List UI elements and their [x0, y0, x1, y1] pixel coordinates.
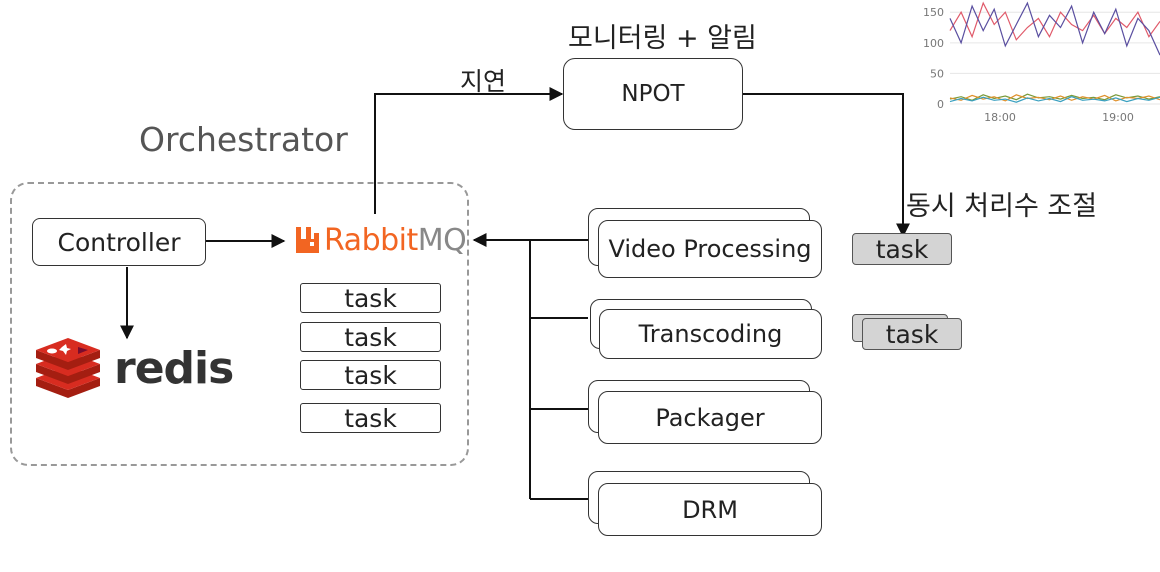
worker-task: task — [862, 318, 962, 350]
chart-series-line — [949, 1, 1160, 41]
queue-task: task — [300, 322, 441, 352]
chart-x-tick-label: 18:00 — [984, 111, 1016, 124]
chart-x-tick-label: 19:00 — [1102, 111, 1134, 124]
redis-text: redis — [114, 342, 234, 394]
arrow-rabbitmq-to-npot — [374, 87, 564, 214]
rabbitmq-text-suffix: MQ — [417, 222, 467, 258]
chart-series-line — [949, 1, 1160, 56]
rabbitmq-icon — [296, 227, 319, 253]
orchestrator-container — [10, 182, 469, 466]
chart-y-tick-label: 150 — [923, 6, 944, 19]
chart-y-tick-label: 50 — [930, 67, 944, 80]
monitoring-label: 모니터링 + 알림 — [568, 23, 757, 54]
chart-y-tick-label: 0 — [937, 98, 944, 111]
redis-logo: redis — [32, 338, 234, 398]
transcoding-label: Transcoding — [638, 320, 783, 348]
drm-node: DRM — [598, 483, 822, 536]
video-processing-label: Video Processing — [608, 235, 812, 263]
worker-task: task — [852, 233, 952, 265]
packager-label: Packager — [655, 403, 765, 432]
redis-icon — [36, 338, 100, 398]
chart-y-tick-label: 100 — [923, 37, 944, 50]
delay-label: 지연 — [460, 67, 507, 96]
chart-series-line — [949, 94, 1160, 102]
chart-series-line — [949, 96, 1160, 103]
rabbitmq-logo: Rabbit MQ — [294, 220, 467, 260]
orchestrator-title: Orchestrator — [139, 120, 348, 159]
drm-label: DRM — [682, 495, 738, 524]
controller-label: Controller — [57, 227, 181, 257]
rabbitmq-text-prefix: Rabbit — [324, 222, 418, 258]
video-processing-node: Video Processing — [598, 220, 822, 278]
queue-task: task — [300, 360, 441, 390]
queue-task: task — [300, 403, 441, 433]
transcoding-node: Transcoding — [599, 309, 822, 359]
npot-label: NPOT — [621, 81, 685, 107]
packager-node: Packager — [598, 391, 822, 444]
controller-node: Controller — [32, 218, 206, 266]
npot-node: NPOT — [563, 58, 743, 130]
queue-task: task — [300, 283, 441, 313]
concurrency-label: 동시 처리수 조절 — [906, 191, 1098, 222]
arrow-npot-to-task — [743, 93, 910, 238]
monitoring-chart: 0 50 100 150 18:00 19:00 — [923, 1, 1160, 124]
